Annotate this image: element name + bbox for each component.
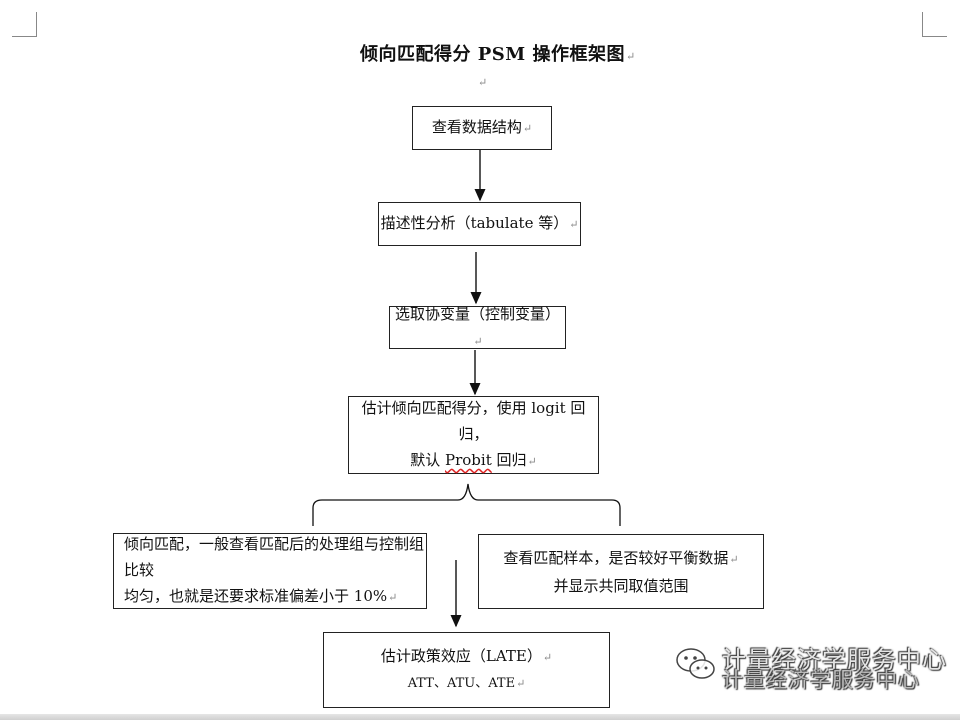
spellcheck-underlined-word: Probit [445, 451, 492, 469]
watermark-text: 计量经济学服务中心 [722, 646, 947, 674]
page-corner-mark-top-right [922, 12, 947, 37]
step-descriptive-analysis: 描述性分析（tabulate 等）↵ [378, 202, 581, 246]
brace-split [312, 483, 621, 526]
check-line-1: 查看匹配样本，是否较好平衡数据↵ [503, 548, 739, 567]
matching-line-1: 倾向匹配，一般查看匹配后的处理组与控制组比较 [124, 535, 425, 579]
watermark-text-shadow: 计量经济学服务中心 [722, 668, 920, 692]
step-estimate-propensity-score: 估计倾向匹配得分，使用 logit 回归， 默认 Probit 回归↵ [348, 396, 599, 474]
step-check-matched-sample: 查看匹配样本，是否较好平衡数据↵ 并显示共同取值范围 [478, 534, 764, 609]
paragraph-mark: ↵ [626, 50, 636, 63]
check-line-2: 并显示共同取值范围 [553, 576, 689, 595]
estimate-line-1: 估计倾向匹配得分，使用 logit 回归， [361, 399, 586, 443]
step-view-data-structure: 查看数据结构↵ [412, 106, 552, 150]
page-corner-mark-top-left [12, 12, 37, 37]
matching-line-2: 均匀，也就是还要求标准偏差小于 10%↵ [124, 587, 398, 605]
step-matching-balance: 倾向匹配，一般查看匹配后的处理组与控制组比较 均匀，也就是还要求标准偏差小于 1… [113, 533, 427, 609]
effect-line-1: 估计政策效应（LATE）↵ [380, 647, 553, 665]
effect-line-2: ATT、ATU、ATE↵ [407, 676, 526, 691]
page-bottom-edge [0, 714, 960, 720]
estimate-line-2: 默认 Probit 回归↵ [410, 451, 537, 469]
diagram-title: 倾向匹配得分 PSM 操作框架图↵ [360, 44, 636, 65]
step-estimate-policy-effect: 估计政策效应（LATE）↵ ATT、ATU、ATE↵ [323, 632, 610, 708]
paragraph-mark: ↵ [478, 76, 488, 89]
watermark: 计量经济学服务中心 计量经济学服务中心 [670, 634, 946, 694]
step-select-covariates: 选取协变量（控制变量）↵ [389, 305, 566, 349]
wechat-icon [676, 648, 715, 679]
